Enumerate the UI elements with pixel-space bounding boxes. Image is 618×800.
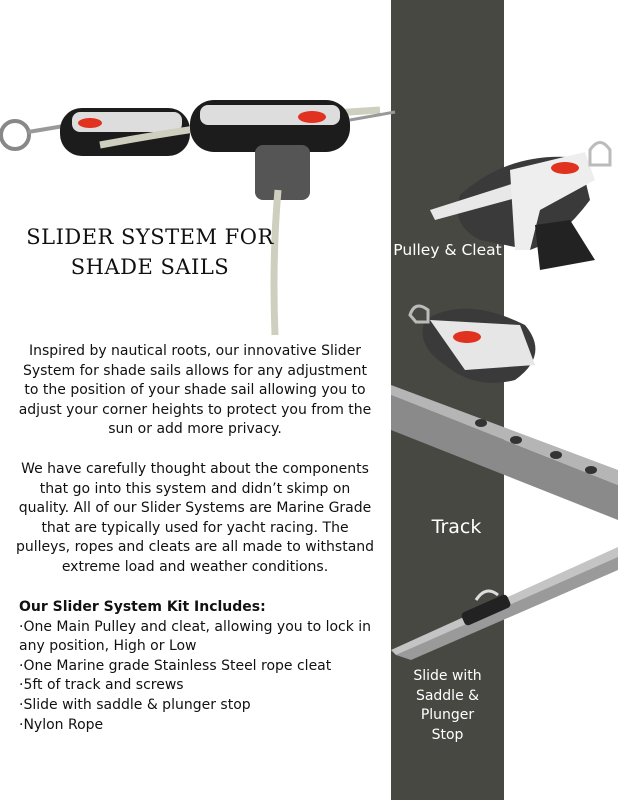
- rope-cleat-image: [408, 304, 536, 383]
- title-line: SHADE SAILS: [70, 255, 230, 279]
- quality-paragraph: We have carefully thought about the comp…: [15, 461, 375, 575]
- pulley-cleat-label: Pulley & Cleat: [393, 241, 502, 259]
- hero-pulley-assembly-image: [0, 100, 396, 336]
- kit-item: ·Nylon Rope: [19, 716, 104, 733]
- title-line: SLIDER SYSTEM FOR: [26, 225, 274, 249]
- intro-paragraph: Inspired by nautical roots, our innovati…: [18, 343, 372, 438]
- pulley-cleat-image: [430, 141, 612, 270]
- slide-image: [391, 547, 618, 660]
- slide-label: Slide with Saddle & Plunger Stop: [391, 667, 504, 745]
- slide-label-line: Plunger: [420, 707, 475, 724]
- kit-item: ·One Main Pulley and cleat, allowing you…: [19, 618, 372, 655]
- kit-list: Our Slider System Kit Includes: ·One Mai…: [19, 598, 389, 735]
- track-image: [391, 385, 618, 520]
- kit-item: ·One Marine grade Stainless Steel rope c…: [19, 657, 332, 674]
- slide-label-line: Saddle &: [415, 687, 480, 704]
- kit-item: ·Slide with saddle & plunger stop: [19, 696, 251, 713]
- slide-label-line: Stop: [431, 726, 464, 743]
- kit-item: ·5ft of track and screws: [19, 677, 184, 694]
- slide-label-line: Slide with: [413, 668, 482, 684]
- track-label: Track: [431, 516, 482, 538]
- kit-heading: Our Slider System Kit Includes:: [19, 599, 266, 615]
- page-title: SLIDER SYSTEM FOR SHADE SAILS: [0, 222, 300, 282]
